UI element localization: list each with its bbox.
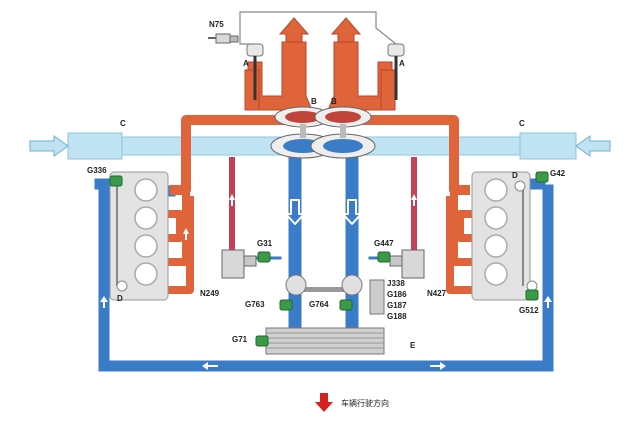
- intake-arrow-left: [29, 135, 69, 157]
- up-arrow-left-loop: [100, 296, 108, 302]
- label-g764: G764: [309, 300, 329, 309]
- sensor-g336: [109, 175, 123, 187]
- label-e: E: [410, 341, 416, 350]
- label-g447: G447: [374, 239, 394, 248]
- label-n249: N249: [200, 289, 220, 298]
- exhaust-arrow-left: [278, 17, 310, 43]
- label-g763: G763: [245, 300, 265, 309]
- label-j338: J338: [387, 279, 405, 288]
- up-arrow-right-loop: [544, 296, 552, 302]
- sensors: [109, 171, 549, 347]
- sensor-g764: [339, 299, 353, 311]
- label-n427: N427: [427, 289, 447, 298]
- loop-flow-arrows: [100, 194, 552, 370]
- label-a-right: A: [399, 59, 405, 68]
- turbine-right: [327, 17, 396, 111]
- sensor-g763: [279, 299, 293, 311]
- sensor-g512: [525, 289, 539, 301]
- label-g31: G31: [257, 239, 273, 248]
- up-arrow-left-recirc: [229, 194, 235, 200]
- label-a-left: A: [243, 59, 249, 68]
- down-arrow-left-upper: [285, 199, 305, 225]
- label-g42: G42: [550, 169, 566, 178]
- label-d-left: D: [117, 294, 123, 303]
- sensor-g42: [535, 171, 549, 183]
- sensor-g71: [255, 335, 269, 347]
- up-arrow-left-exhaust: [183, 228, 189, 234]
- up-arrow-right-recirc: [411, 194, 417, 200]
- intercooler: [265, 327, 385, 355]
- exhaust-arrow-right: [330, 17, 362, 43]
- valve-n427: [389, 249, 425, 279]
- direction-arrow-icon: [315, 393, 333, 412]
- turbocharger-right: [310, 106, 376, 159]
- throttle-bodies: [285, 274, 385, 315]
- wastegate-actuators: [239, 11, 405, 100]
- label-c-left: C: [120, 119, 126, 128]
- sensor-g31: [257, 251, 271, 263]
- sensor-g447: [377, 251, 391, 263]
- down-arrow-right-upper: [342, 199, 362, 225]
- label-g187: G187: [387, 301, 407, 310]
- label-g186: G186: [387, 290, 407, 299]
- label-c-right: C: [519, 119, 525, 128]
- direction-caption: 车辆行驶方向: [341, 398, 389, 408]
- exhaust-paths: [168, 115, 472, 294]
- label-g336: G336: [87, 166, 107, 175]
- recirculation-pipes: [229, 157, 417, 250]
- label-d-right: D: [512, 171, 518, 180]
- label-g512: G512: [519, 306, 539, 315]
- left-arrow-bottom-loop: [202, 362, 208, 370]
- n75-valve: [208, 33, 239, 44]
- valve-n249: [221, 249, 257, 279]
- intake-arrow-right: [575, 135, 611, 157]
- label-n75: N75: [209, 20, 224, 29]
- label-b-left: B: [311, 97, 317, 106]
- right-arrow-bottom-loop: [440, 362, 446, 370]
- label-g188: G188: [387, 312, 407, 321]
- label-g71: G71: [232, 335, 248, 344]
- engine-bank-left: [109, 171, 169, 301]
- engine-bank-right: [471, 171, 538, 301]
- label-b-right: B: [331, 97, 337, 106]
